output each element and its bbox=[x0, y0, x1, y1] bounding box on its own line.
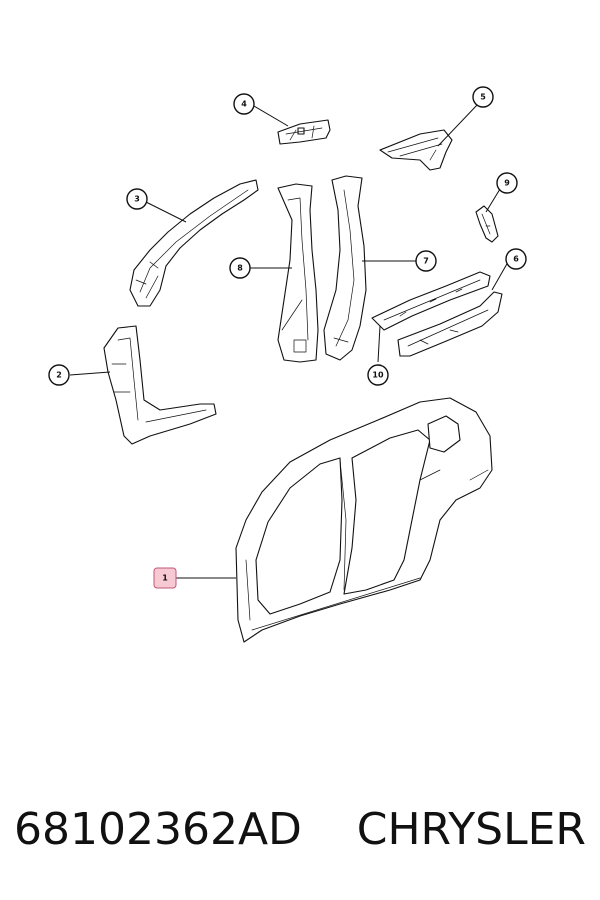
svg-text:2: 2 bbox=[56, 371, 62, 380]
part-number: 68102362AD bbox=[14, 804, 302, 855]
part-7-b-pillar-outer bbox=[323, 175, 367, 361]
callout-1[interactable]: 1 bbox=[153, 567, 177, 589]
part-4-roof-bracket bbox=[277, 119, 331, 145]
footer: 68102362AD CHRYSLER bbox=[0, 800, 600, 870]
part-2-a-pillar-lower bbox=[103, 325, 217, 445]
part-9-bracket bbox=[475, 205, 499, 243]
callout-10[interactable]: 10 bbox=[367, 364, 389, 386]
svg-text:6: 6 bbox=[513, 255, 519, 264]
part-1-body-side-aperture bbox=[235, 397, 493, 643]
parts-diagram: 1 2 3 4 5 6 7 8 9 10 bbox=[48, 86, 527, 643]
callout-3[interactable]: 3 bbox=[126, 188, 148, 210]
callout-7[interactable]: 7 bbox=[415, 250, 437, 272]
svg-text:1: 1 bbox=[162, 574, 168, 583]
callout-6[interactable]: 6 bbox=[505, 248, 527, 270]
svg-text:7: 7 bbox=[423, 257, 429, 266]
leader-lines bbox=[69, 103, 509, 579]
svg-text:5: 5 bbox=[480, 93, 486, 102]
part-3-a-pillar-upper bbox=[129, 179, 259, 307]
callout-4[interactable]: 4 bbox=[233, 93, 255, 115]
part-6-rocker-outer bbox=[397, 291, 503, 357]
svg-text:10: 10 bbox=[372, 371, 384, 380]
callout-5[interactable]: 5 bbox=[472, 86, 494, 108]
svg-text:3: 3 bbox=[134, 195, 140, 204]
callout-2[interactable]: 2 bbox=[48, 364, 70, 386]
svg-text:9: 9 bbox=[504, 179, 510, 188]
callout-9[interactable]: 9 bbox=[496, 172, 518, 194]
part-8-b-pillar-inner bbox=[277, 183, 319, 363]
part-10-rocker-inner bbox=[371, 271, 491, 331]
callout-8[interactable]: 8 bbox=[229, 257, 251, 279]
svg-text:4: 4 bbox=[241, 100, 247, 109]
brand-name: CHRYSLER bbox=[356, 804, 586, 855]
svg-text:8: 8 bbox=[237, 264, 243, 273]
part-5-rear-rail bbox=[379, 129, 453, 171]
